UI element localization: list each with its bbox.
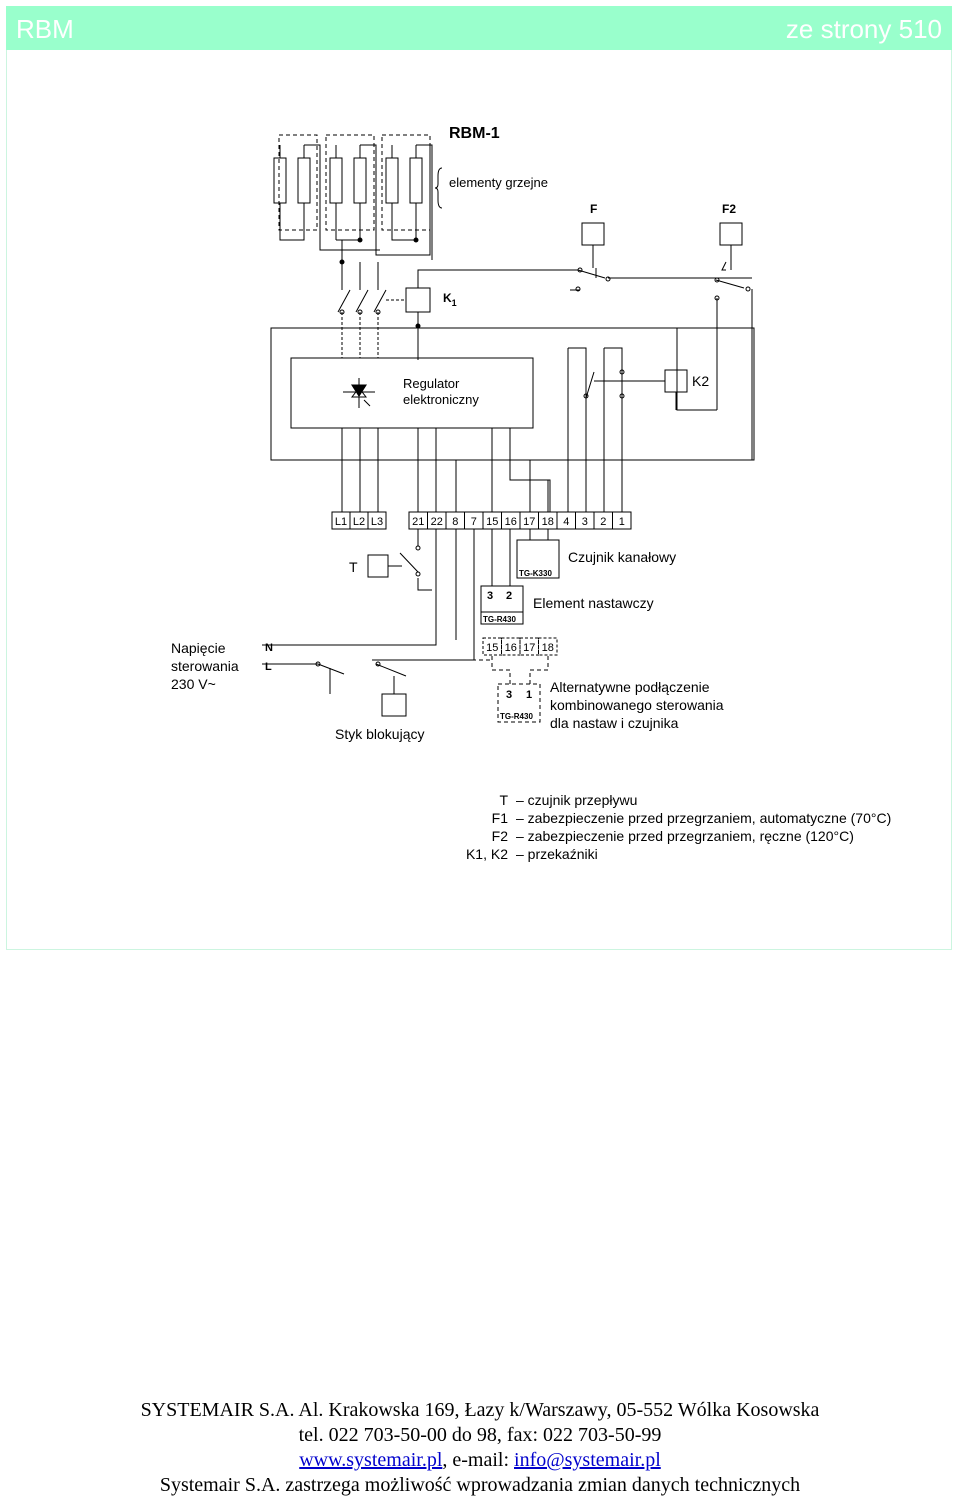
terminal-right-label-8: 4 (563, 516, 569, 528)
legend-text-f1: – zabezpieczenie przed przegrzaniem, aut… (516, 810, 891, 826)
terminal-right-label-1: 22 (431, 516, 443, 528)
diagram-title: RBM-1 (449, 125, 500, 142)
page-header: RBM ze strony 510 (6, 6, 952, 50)
legend-key-f2: F2 (492, 828, 509, 844)
alt-term-1: 1 (526, 689, 532, 701)
alt-terminal-label-2: 17 (523, 642, 535, 654)
legend-key-f1: F1 (492, 810, 509, 826)
regulator-box (290, 357, 534, 429)
alt-term-3: 3 (506, 689, 512, 701)
page-footer: SYSTEMAIR S.A. Al. Krakowska 169, Łazy k… (0, 1398, 960, 1498)
terminal-right-box-11 (612, 511, 632, 530)
alt-terminal-label-1: 16 (505, 642, 517, 654)
legend-text-k: – przekaźniki (516, 846, 598, 862)
terminal-right-label-6: 17 (523, 516, 535, 528)
footer-disclaimer: Systemair S.A. zastrzega możliwość wprow… (159, 1474, 801, 1496)
alt-terminal-label-0: 15 (486, 642, 498, 654)
duct-sensor-model: TG-K330 (519, 569, 552, 578)
terminal-left-label-0: L1 (335, 516, 347, 528)
terminal-left-box-2 (367, 511, 387, 530)
footer-contacts: www.systemair.pl, e-mail: info@systemair… (0, 1448, 960, 1473)
duct-sensor-label: Czujnik kanałowy (568, 549, 676, 565)
relay-f2-label: F2 (722, 202, 736, 216)
relay-f-label: F (590, 202, 597, 216)
legend-text-f2: – zabezpieczenie przed przegrzaniem, ręc… (516, 828, 854, 844)
terminal-right-label-2: 8 (452, 516, 458, 528)
regulator-wires (341, 330, 551, 512)
legend-key-t: T (499, 792, 508, 808)
heating-elements (273, 134, 443, 265)
header-page-ref: ze strony 510 (785, 14, 942, 44)
thyristor-icon (343, 378, 375, 408)
alt-terminal-box-3 (538, 637, 558, 656)
k1-label: K1 (443, 291, 457, 308)
diagram-frame (6, 50, 952, 950)
setpoint-term-2: 2 (506, 590, 512, 602)
alt-model: TG-R430 (500, 712, 533, 721)
header-title: RBM (16, 14, 74, 44)
terminal-left-label-1: L2 (353, 516, 365, 528)
contactor-k1 (337, 262, 578, 358)
terminal-right-label-3: 7 (471, 516, 477, 528)
terminal-right-label-5: 16 (505, 516, 517, 528)
live-label: L (265, 661, 272, 673)
terminal-strip-left: L1 L2 L3 (331, 511, 387, 530)
relay-f2 (714, 222, 753, 460)
terminal-right-label-11: 1 (619, 516, 625, 528)
duct-sensor (516, 529, 560, 579)
footer-address: SYSTEMAIR S.A. Al. Krakowska 169, Łazy k… (140, 1399, 820, 1421)
control-supply (262, 529, 475, 717)
website-link[interactable]: www.systemair.pl (299, 1449, 443, 1471)
flow-sensor-label: T (349, 559, 358, 575)
k2-label: K2 (692, 373, 709, 389)
flow-sensor (262, 529, 437, 646)
legend-text-t: – czujnik przepływu (516, 792, 637, 808)
footer-phone: tel. 022 703-50-00 do 98, fax: 022 703-5… (298, 1424, 662, 1446)
heating-label: elementy grzejne (449, 175, 548, 190)
email-link[interactable]: info@systemair.pl (514, 1449, 661, 1471)
relay-f (570, 222, 752, 292)
interlock-label: Styk blokujący (335, 726, 424, 742)
setpoint-label: Element nastawczy (533, 595, 654, 611)
setpoint-element (480, 529, 524, 625)
neutral-label: N (265, 642, 273, 654)
terminal-right-label-7: 18 (542, 516, 554, 528)
legend-key-k: K1, K2 (466, 846, 508, 862)
alt-terminal-label-3: 18 (542, 642, 554, 654)
wiring-diagram: RBM-1 elementy grzejne F F2 (171, 125, 891, 862)
control-enclosure (270, 327, 755, 461)
relay-k2 (567, 347, 688, 512)
terminal-right-label-9: 3 (582, 516, 588, 528)
terminal-right-label-4: 15 (486, 516, 498, 528)
legend: T – czujnik przepływu F1 – zabezpieczeni… (466, 792, 891, 862)
terminal-left-label-2: L3 (371, 516, 383, 528)
email-prefix: , e-mail: (442, 1449, 515, 1471)
terminal-right-label-10: 2 (600, 516, 606, 528)
terminal-right-label-0: 21 (412, 516, 424, 528)
alt-terminals: 15 16 17 18 (482, 637, 558, 656)
setpoint-model: TG-R430 (483, 615, 516, 624)
setpoint-term-3: 3 (487, 590, 493, 602)
